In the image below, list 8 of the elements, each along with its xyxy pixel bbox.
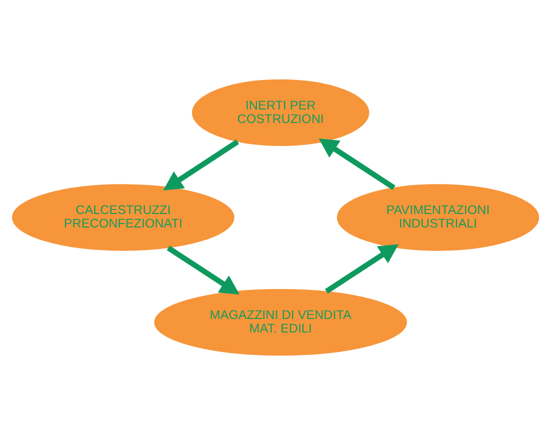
node-ellipse: MAGAZZINI DI VENDITA MAT. EDILI [154, 289, 407, 356]
node-ellipse: CALCESTRUZZI PRECONFEZIONATI [12, 184, 234, 251]
arrow [324, 244, 399, 294]
node-ellipse: PAVIMENTAZIONI INDUSTRIALI [336, 184, 540, 251]
arrow [318, 138, 396, 190]
arrow [163, 139, 240, 190]
arrow [166, 246, 240, 295]
node-ellipse: INERTI PER COSTRUZIONI [192, 79, 370, 146]
